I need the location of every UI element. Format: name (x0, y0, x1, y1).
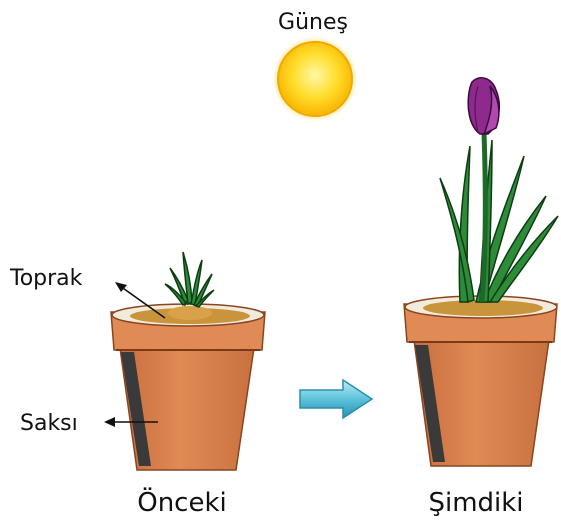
before-caption: Önceki (137, 486, 227, 518)
now-caption: Şimdiki (428, 488, 523, 518)
pot-label: Saksı (20, 411, 78, 436)
progress-arrow-icon (300, 380, 372, 418)
flower-stem (482, 132, 485, 302)
pot-now (404, 296, 557, 466)
flower-icon (468, 78, 499, 134)
soil-label: Toprak (9, 266, 83, 291)
sun-icon (272, 36, 358, 122)
sprout-icon (165, 252, 214, 307)
sun-label: Güneş (278, 10, 348, 35)
pot-before (111, 304, 265, 470)
flower-leaves-icon (440, 140, 558, 302)
